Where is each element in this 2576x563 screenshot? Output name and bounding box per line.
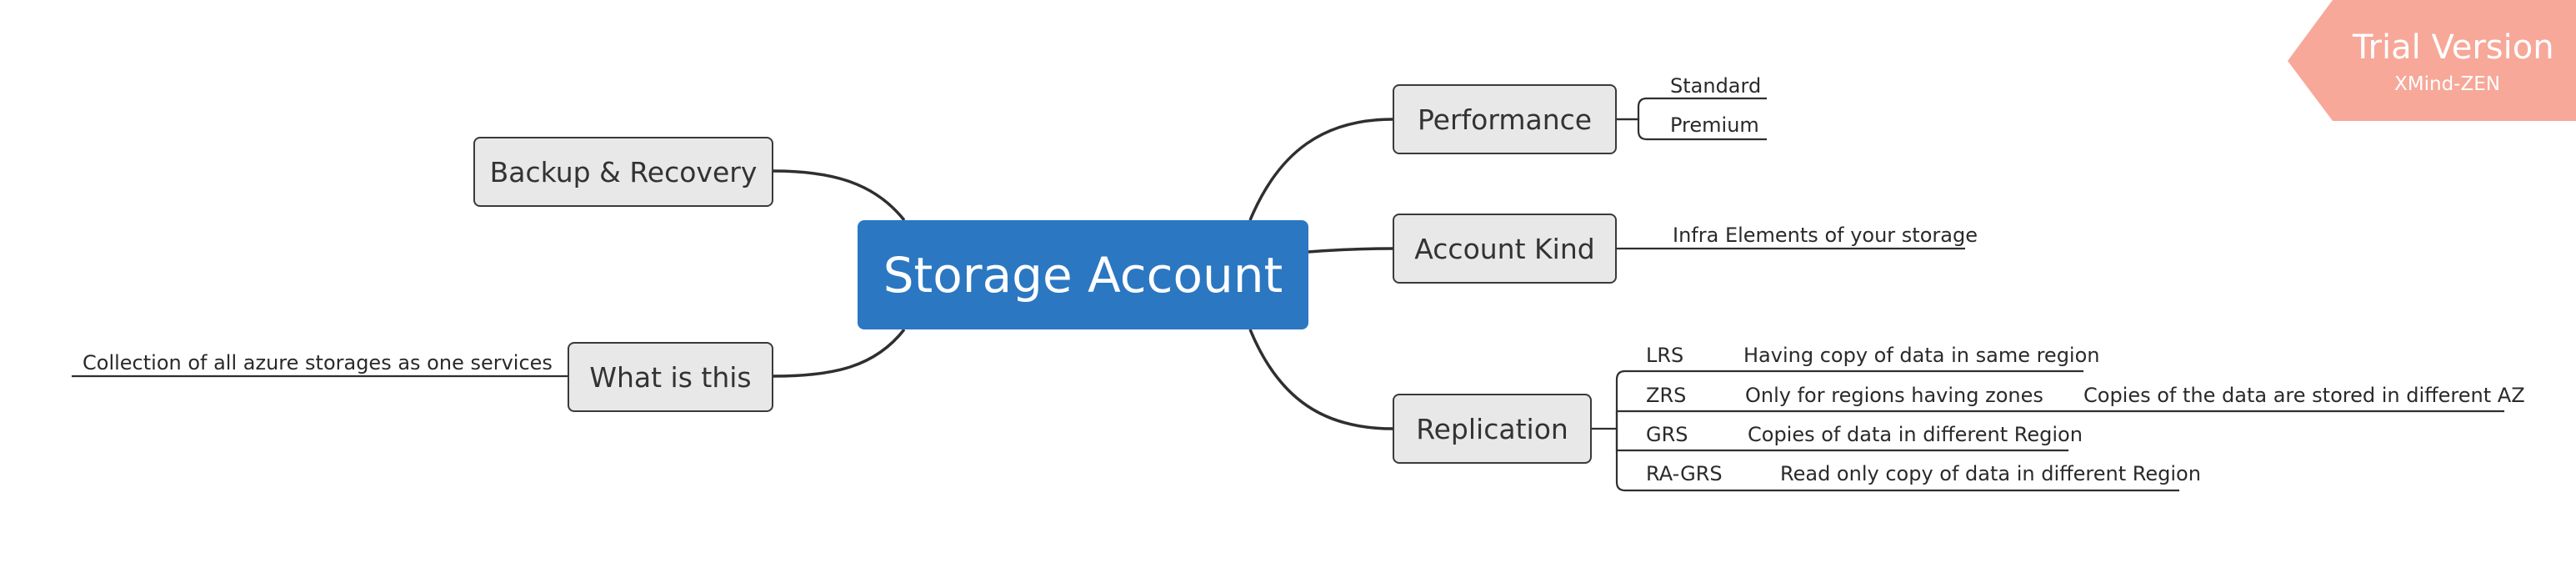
- replication-ragrs-desc: Read only copy of data in different Regi…: [1780, 462, 2201, 485]
- replication-zrs-code: ZRS: [1646, 384, 1687, 407]
- replication-zrs-desc: Only for regions having zones: [1745, 384, 2043, 407]
- connector-ragrs: [1615, 429, 2179, 492]
- trial-version-subtitle: XMind-ZEN: [2394, 73, 2500, 95]
- connector-performance: [1248, 118, 1393, 221]
- replication-grs-desc: Copies of data in different Region: [1748, 423, 2083, 446]
- topic-replication[interactable]: Replication: [1393, 394, 1592, 464]
- topic-account-kind[interactable]: Account Kind: [1393, 214, 1617, 284]
- account-kind-infra: Infra Elements of your storage: [1673, 224, 1978, 247]
- replication-lrs-code: LRS: [1646, 344, 1684, 367]
- replication-zrs-extra: Copies of the data are stored in differe…: [2083, 384, 2525, 407]
- connector-replication: [1248, 329, 1393, 430]
- connector-account-kind: [1308, 247, 1393, 254]
- replication-ragrs-code: RA-GRS: [1646, 462, 1723, 485]
- trial-badge-shape: [2288, 0, 2576, 121]
- connector-standard: [1617, 97, 1767, 121]
- connector-lrs: [1592, 369, 2083, 430]
- performance-standard: Standard: [1670, 74, 1762, 98]
- performance-premium: Premium: [1670, 113, 1759, 137]
- connector-zrs: [1615, 410, 2504, 429]
- trial-version-title: Trial Version: [2353, 28, 2554, 67]
- central-topic[interactable]: Storage Account: [858, 220, 1308, 329]
- connector-what-is-this: [773, 328, 906, 378]
- topic-backup-recovery[interactable]: Backup & Recovery: [473, 137, 773, 207]
- replication-grs-code: GRS: [1646, 423, 1688, 446]
- replication-lrs-desc: Having copy of data in same region: [1743, 344, 2100, 367]
- topic-performance[interactable]: Performance: [1393, 84, 1617, 154]
- connector-premium: [1617, 118, 1767, 141]
- topic-what-is-this[interactable]: What is this: [568, 342, 773, 412]
- what-is-this-detail: Collection of all azure storages as one …: [83, 351, 553, 374]
- connector-backup: [773, 169, 906, 222]
